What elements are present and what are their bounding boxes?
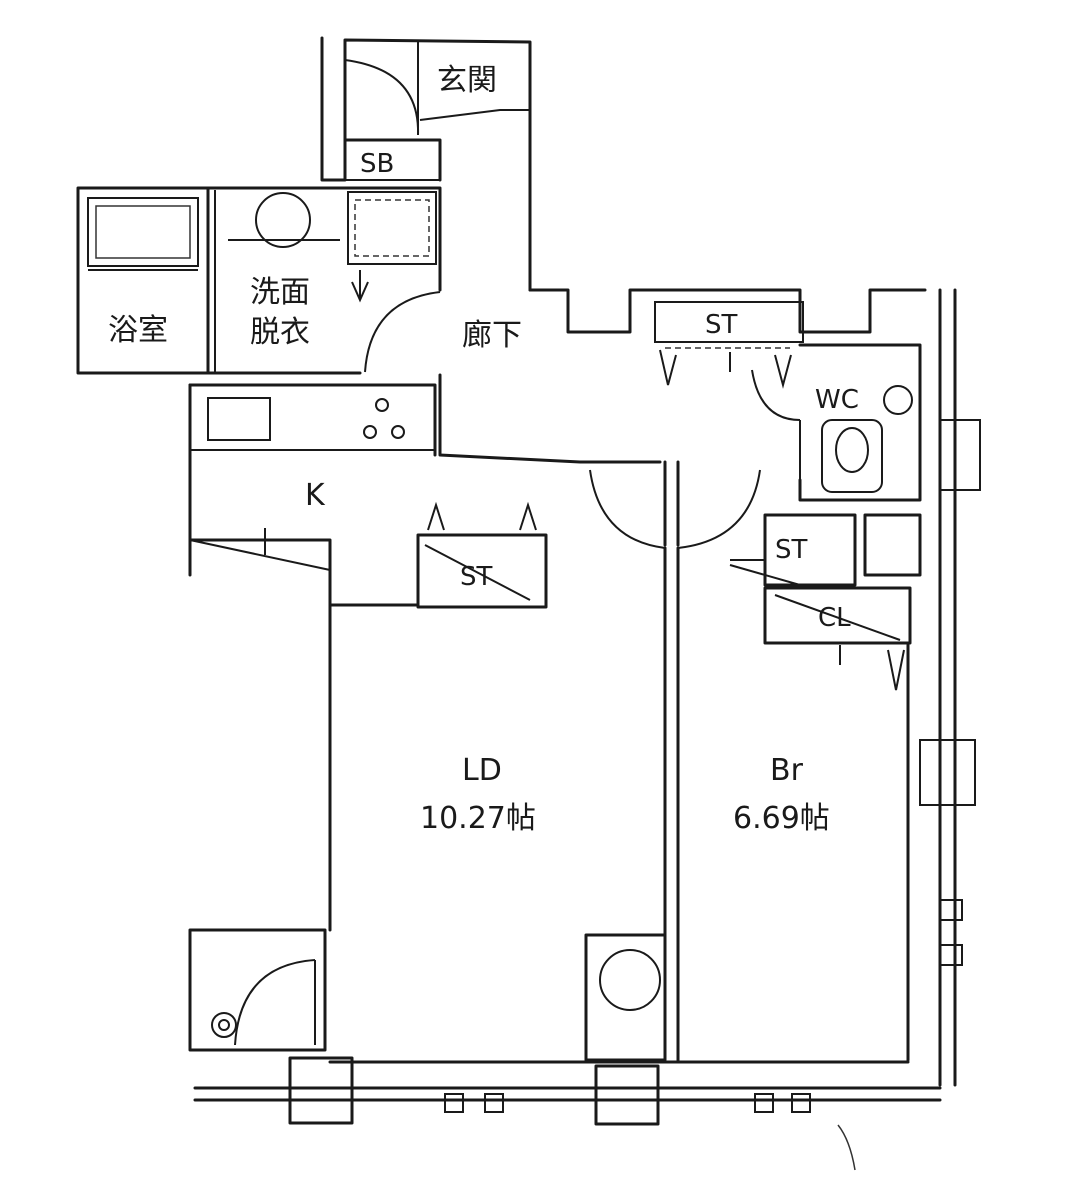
hall-storage-label: ST: [705, 310, 738, 340]
entrance-area: [320, 36, 532, 292]
living-dining-area: 10.27帖: [420, 801, 536, 836]
bedroom-area: 6.69帖: [733, 801, 830, 836]
kitchen-storage: [416, 501, 548, 609]
bedroom-storage: [729, 513, 922, 1062]
entrance-label: 玄関: [437, 63, 497, 98]
bath-label: 浴室: [108, 313, 168, 348]
washroom-label-line1: 洗面: [250, 275, 310, 310]
right-exterior-wall: [919, 288, 981, 1087]
hallway-walls: [438, 288, 927, 464]
balcony-utility: [188, 928, 327, 1052]
bottom-exterior-wall: [193, 1056, 942, 1171]
washroom: [206, 186, 442, 375]
kitchen-storage-label: ST: [460, 562, 493, 592]
toilet-room: [751, 343, 922, 502]
center-partition: [584, 460, 761, 1062]
washroom-label-line2: 脱衣: [250, 315, 310, 350]
toilet-label: WC: [815, 385, 859, 415]
hallway-label: 廊下: [462, 318, 522, 353]
bedroom-storage-label: ST: [775, 535, 808, 565]
kitchen-label: K: [305, 478, 326, 513]
closet-label: CL: [818, 603, 851, 633]
shoe-box-label: SB: [360, 149, 394, 179]
bedroom-label: Br: [770, 753, 804, 788]
bathroom: [76, 186, 216, 375]
kitchen: [188, 383, 437, 607]
living-dining-label: LD: [462, 753, 502, 788]
